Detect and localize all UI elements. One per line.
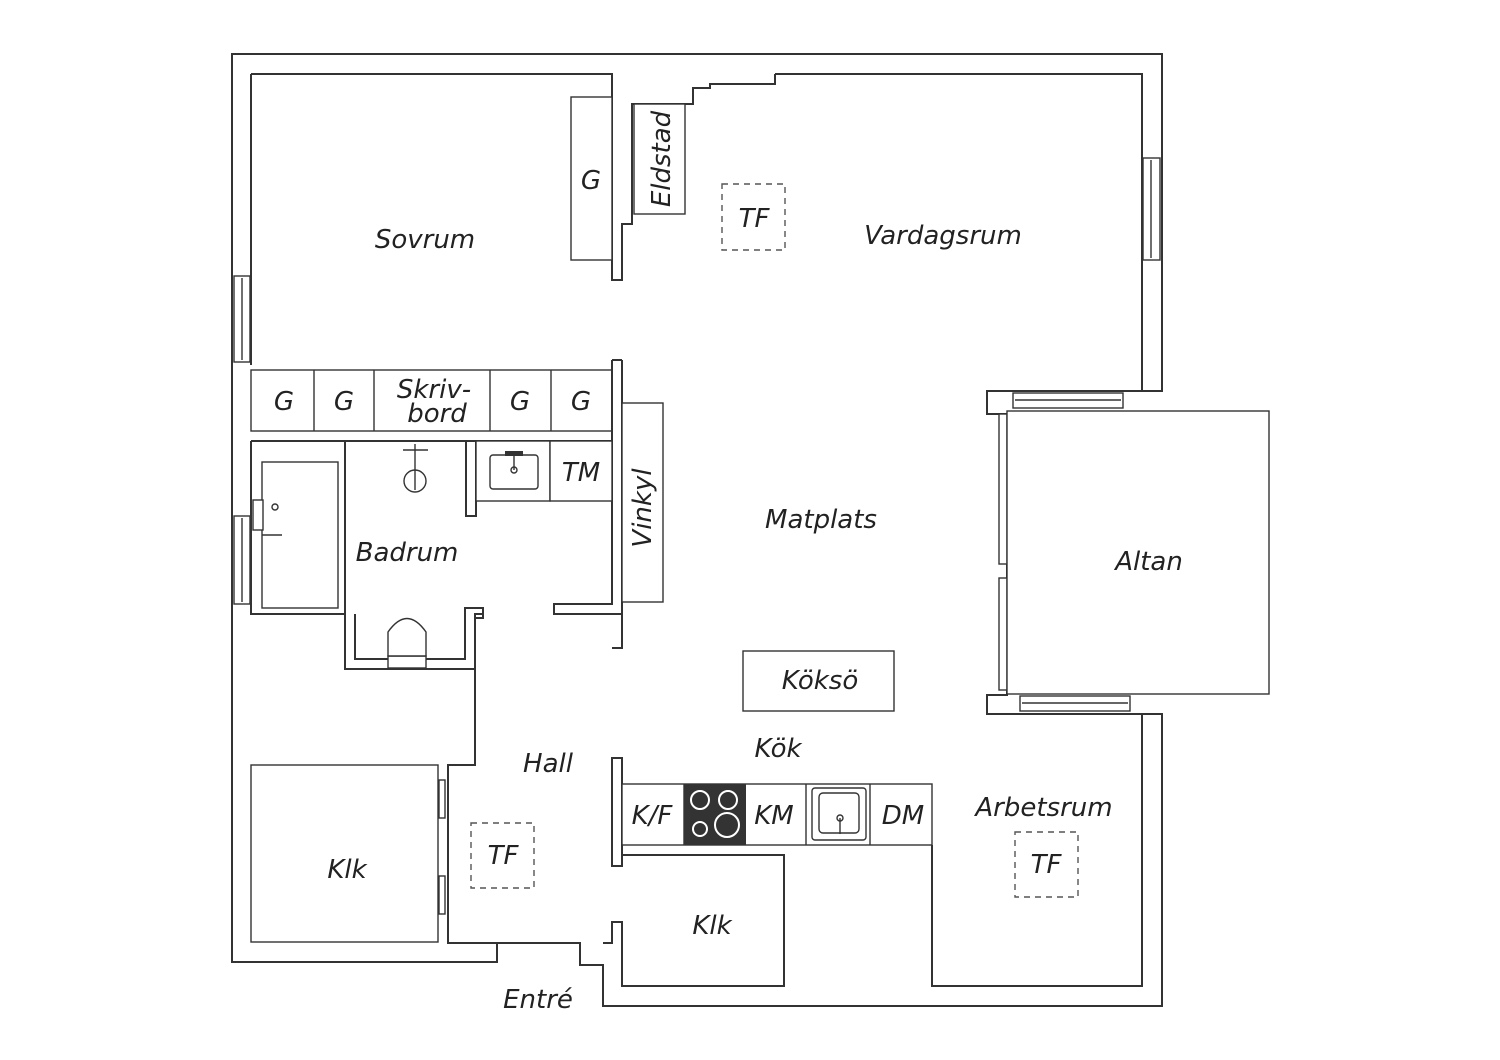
kitchen-island: [742, 650, 895, 712]
bathroom: TM Badrum: [250, 440, 613, 670]
washing-machine: [549, 440, 613, 502]
tf-vardagsrum-label: TF: [739, 204, 771, 234]
closet-door-bottom: [438, 875, 446, 915]
closet-door-top: [438, 779, 446, 819]
door-altan-lower: [998, 577, 1008, 691]
tf-arbetsrum-label: TF: [1031, 850, 1063, 880]
washing-machine-label: TM: [562, 458, 600, 488]
hall-area: TF Klk Hall: [250, 613, 574, 944]
fireplace: [633, 103, 686, 215]
tf-arbetsrum: [1014, 831, 1079, 898]
microwave-label: KM: [754, 801, 793, 831]
room-entre: Entré: [503, 985, 573, 1015]
kitchen-counter: [621, 783, 933, 846]
shower-tap: [252, 499, 264, 531]
door-altan-upper: [998, 413, 1008, 565]
wardrobe-sovrum: [570, 96, 613, 261]
wardrobe-g2: G: [334, 387, 354, 417]
room-arbetsrum: Arbetsrum: [973, 793, 1112, 823]
room-hall: Hall: [523, 749, 574, 779]
closet-middle: Klk: [603, 854, 785, 987]
room-kok: Kök: [754, 734, 802, 764]
tf-hall-label: TF: [488, 841, 520, 871]
wardrobe-g3: G: [510, 387, 530, 417]
wine-cooler: [621, 402, 664, 603]
room-sovrum: Sovrum: [375, 225, 475, 255]
windows: [233, 157, 1161, 712]
tf-vardagsrum: [721, 183, 786, 251]
room-badrum: Badrum: [356, 538, 459, 568]
toilet-tank: [387, 655, 427, 669]
kitchen-island-label: Köksö: [782, 666, 859, 696]
room-vardagsrum: Vardagsrum: [864, 221, 1022, 251]
room-matplats: Matplats: [765, 505, 877, 535]
toilet-bowl: [387, 617, 427, 657]
wine-cooler-label: Vinkyl: [628, 468, 658, 548]
fireplace-label: Eldstad: [647, 110, 677, 207]
closet-left: [250, 764, 439, 943]
desk-label-2: bord: [407, 399, 467, 429]
wardrobe-row: G G Skriv- bord G G: [250, 369, 613, 432]
room-klk-left: Klk: [327, 855, 367, 885]
desk-label-1: Skriv-: [397, 375, 471, 405]
dishwasher-label: DM: [882, 801, 924, 831]
balcony: [1006, 410, 1270, 695]
tf-hall: [470, 822, 535, 889]
kitchen: K/F KM DM Kök Köksö: [611, 650, 933, 867]
room-klk-middle: Klk: [692, 911, 732, 941]
room-altan: Altan: [1113, 547, 1183, 577]
wardrobe-g1: G: [274, 387, 294, 417]
wardrobe-label: G: [581, 166, 601, 196]
fridge-freezer-label: K/F: [632, 801, 674, 831]
wardrobe-g4: G: [571, 387, 591, 417]
